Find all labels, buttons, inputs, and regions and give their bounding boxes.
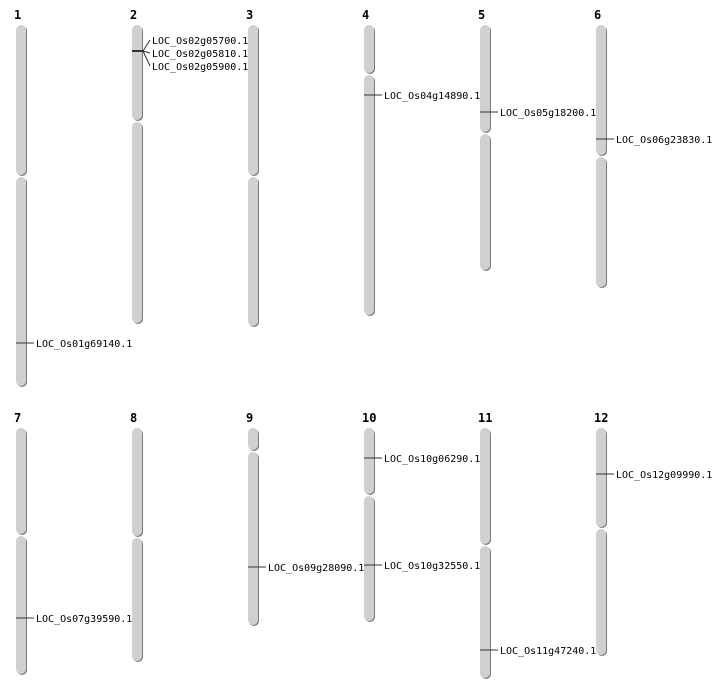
- chromosome-label: 2: [130, 8, 137, 22]
- gene-label: LOC_Os02g05700.1: [152, 36, 248, 47]
- chromosome-q-arm: [132, 122, 142, 323]
- chromosome-p-arm: [132, 25, 142, 120]
- gene-label: LOC_Os12g09990.1: [616, 470, 712, 481]
- chromosome-q-arm: [248, 177, 258, 326]
- chromosome-3: 3: [246, 8, 259, 327]
- chromosome-label: 12: [594, 411, 608, 425]
- chromosome-label: 4: [362, 8, 369, 22]
- chromosome-p-arm: [480, 428, 490, 544]
- chromosome-q-arm: [596, 529, 606, 655]
- gene-label: LOC_Os02g05810.1: [152, 49, 248, 60]
- chromosome-p-arm: [248, 25, 258, 175]
- gene-leader-line: [142, 50, 151, 67]
- chromosome-label: 9: [246, 411, 253, 425]
- chromosome-p-arm: [596, 428, 606, 527]
- chromosome-q-arm: [364, 496, 374, 621]
- chromosome-label: 7: [14, 411, 21, 425]
- chromosome-p-arm: [364, 428, 374, 494]
- chromosome-label: 3: [246, 8, 253, 22]
- chromosome-p-arm: [16, 428, 26, 534]
- chromosome-label: 5: [478, 8, 485, 22]
- chromosome-label: 6: [594, 8, 601, 22]
- chromosome-label: 8: [130, 411, 137, 425]
- chromosome-p-arm: [596, 25, 606, 155]
- chromosome-p-arm: [132, 428, 142, 536]
- chromosome-q-arm: [16, 536, 26, 674]
- chromosome-q-arm: [16, 177, 26, 386]
- gene-label: LOC_Os05g18200.1: [500, 108, 596, 119]
- chromosome-q-arm: [132, 538, 142, 661]
- gene-label: LOC_Os04g14890.1: [384, 91, 480, 102]
- gene-label: LOC_Os10g32550.1: [384, 561, 480, 572]
- gene-label: LOC_Os07g39590.1: [36, 614, 132, 625]
- chromosome-p-arm: [16, 25, 26, 175]
- gene-label: LOC_Os06g23830.1: [616, 135, 712, 146]
- chromosome-q-arm: [364, 75, 374, 315]
- gene-label: LOC_Os02g05900.1: [152, 62, 248, 73]
- chromosome-p-arm: [364, 25, 374, 73]
- gene-label: LOC_Os09g28090.1: [268, 563, 364, 574]
- gene-leader-line: [142, 50, 151, 54]
- chromosome-q-arm: [596, 157, 606, 287]
- chromosome-q-arm: [248, 452, 258, 625]
- gene-label: LOC_Os10g06290.1: [384, 454, 480, 465]
- chromosome-q-arm: [480, 546, 490, 678]
- gene-leader-line: [142, 39, 151, 52]
- gene-label: LOC_Os01g69140.1: [36, 339, 132, 350]
- gene-label: LOC_Os11g47240.1: [500, 646, 596, 657]
- chromosome-q-arm: [480, 134, 490, 270]
- chromosome-label: 10: [362, 411, 376, 425]
- chromosome-8: 8: [130, 411, 143, 662]
- chromosome-label: 1: [14, 8, 21, 22]
- chromosome-p-arm: [480, 25, 490, 132]
- chromosome-2: 2LOC_Os02g05700.1LOC_Os02g05810.1LOC_Os0…: [130, 8, 248, 324]
- chromosome-p-arm: [248, 428, 258, 450]
- chromosome-label: 11: [478, 411, 492, 425]
